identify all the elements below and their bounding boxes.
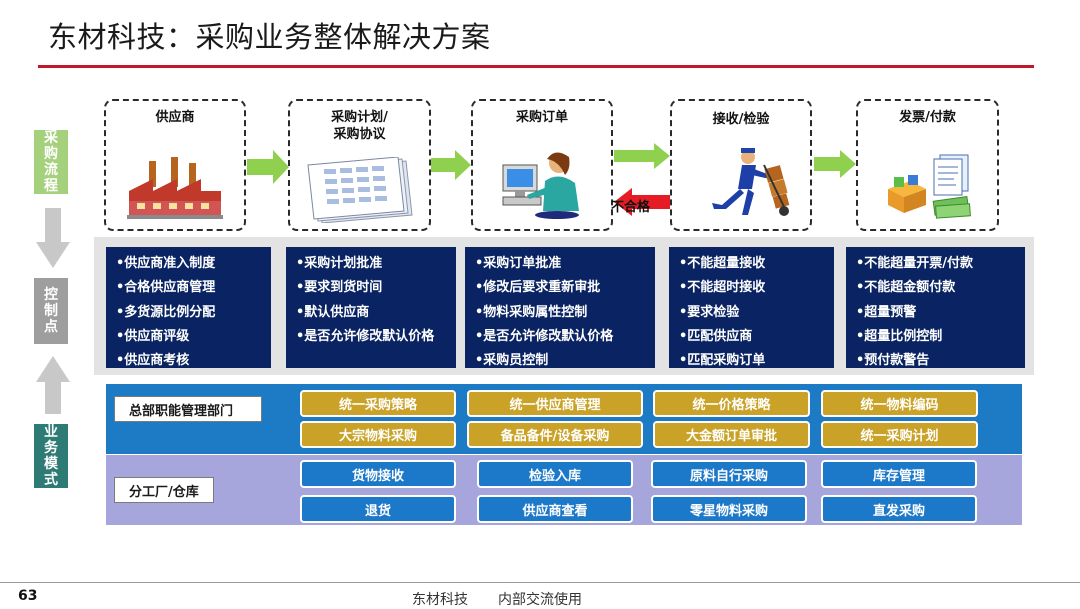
control-item: •采购员控制: [475, 353, 549, 369]
hq-item: 统一供应商管理: [467, 390, 643, 417]
section-char: 制: [44, 303, 58, 319]
factory-label: 分工厂/仓库: [114, 477, 214, 503]
control-box-order: •采购订单批准 •修改后要求重新审批 •物料采购属性控制 •是否允许修改默认价格…: [465, 247, 655, 368]
control-item: •超量预警: [856, 304, 917, 320]
step-title: 采购订单: [473, 109, 611, 126]
factory-item: 检验入库: [477, 460, 633, 488]
headquarters-label: 总部职能管理部门: [114, 396, 262, 422]
control-item: •合格供应商管理: [116, 280, 216, 296]
reject-label: 不合格: [611, 200, 651, 215]
down-arrow-icon: [36, 208, 70, 268]
step-title-line: 采购计划/: [331, 110, 388, 125]
section-char: 程: [44, 178, 58, 194]
control-item: •超量比例控制: [856, 328, 943, 344]
footer-divider: [0, 582, 1080, 583]
control-item: •匹配供应商: [679, 328, 753, 344]
control-item: •是否允许修改默认价格: [475, 328, 614, 344]
flow-arrow-icon: [614, 143, 670, 169]
factory-item: 退货: [300, 495, 456, 523]
hq-item: 统一物料编码: [821, 390, 978, 417]
step-title-line: 发票/付款: [899, 110, 956, 125]
control-item: •不能超时接收: [679, 280, 766, 296]
section-label-process: 采 购 流 程: [34, 130, 68, 194]
control-item: •不能超量接收: [679, 256, 766, 271]
control-item: •不能超量开票/付款: [856, 256, 974, 271]
step-purchase-order: 采购订单: [471, 99, 613, 231]
factory-item: 库存管理: [821, 460, 977, 488]
step-title: 发票/付款: [858, 109, 997, 126]
step-title-line: 采购协议: [333, 127, 386, 142]
factory-icon: [106, 157, 244, 219]
control-item: •采购计划批准: [296, 256, 383, 271]
hq-item: 大金额订单审批: [653, 421, 810, 448]
section-char: 点: [44, 319, 58, 335]
control-box-receive: •不能超量接收 •不能超时接收 •要求检验 •匹配供应商 •匹配采购订单: [669, 247, 834, 368]
invoice-payment-icon: [858, 151, 997, 219]
section-char: 业: [44, 424, 58, 440]
footer-note: 内部交流使用: [498, 592, 582, 608]
computer-operator-icon: [473, 151, 611, 219]
section-char: 务: [44, 440, 58, 456]
control-item: •供应商评级: [116, 328, 190, 344]
section-label-business-model: 业 务 模 式: [34, 424, 68, 488]
section-char: 采: [44, 130, 58, 146]
section-char: 购: [44, 146, 58, 162]
hq-item: 备品备件/设备采购: [467, 421, 643, 448]
control-box-plan: •采购计划批准 •要求到货时间 •默认供应商 •是否允许修改默认价格: [286, 247, 456, 368]
control-item: •要求检验: [679, 304, 740, 320]
section-char: 式: [44, 472, 58, 488]
reject-arrow-icon: [614, 188, 670, 216]
step-title: 供应商: [106, 109, 244, 126]
section-char: 流: [44, 162, 58, 178]
factory-item: 货物接收: [300, 460, 456, 488]
step-title-line: 供应商: [155, 110, 195, 125]
control-item: •默认供应商: [296, 304, 370, 320]
section-char: 控: [44, 287, 58, 303]
factory-item: 零星物料采购: [651, 495, 807, 523]
step-title: 接收/检验: [672, 111, 810, 128]
control-item: •要求到货时间: [296, 280, 383, 296]
control-item: •多货源比例分配: [116, 304, 216, 320]
factory-item: 直发采购: [821, 495, 977, 523]
hq-item: 统一价格策略: [653, 390, 810, 417]
up-arrow-icon: [36, 356, 70, 414]
control-item: •采购订单批准: [475, 256, 562, 271]
control-item: •不能超金额付款: [856, 280, 956, 296]
control-box-invoice: •不能超量开票/付款 •不能超金额付款 •超量预警 •超量比例控制 •预付款警告: [846, 247, 1025, 368]
step-supplier: 供应商: [104, 99, 246, 231]
control-box-supplier: •供应商准入制度 •合格供应商管理 •多货源比例分配 •供应商评级 •供应商考核: [106, 247, 271, 368]
footer-company: 东材科技: [412, 592, 468, 608]
section-char: 模: [44, 456, 58, 472]
hq-item: 统一采购策略: [300, 390, 456, 417]
step-purchase-plan: 采购计划/ 采购协议: [288, 99, 431, 231]
control-item: •物料采购属性控制: [475, 304, 588, 320]
control-item: •是否允许修改默认价格: [296, 328, 435, 344]
hq-item: 统一采购计划: [821, 421, 978, 448]
title-divider: [38, 65, 1034, 68]
page-title: 东材科技：采购业务整体解决方案: [48, 20, 491, 54]
control-item: •供应商准入制度: [116, 256, 216, 271]
control-item: •预付款警告: [856, 353, 930, 369]
step-title: 采购计划/ 采购协议: [290, 109, 429, 143]
step-receive-inspect: 接收/检验: [670, 99, 812, 231]
flow-arrow-icon: [814, 150, 856, 178]
page-number: 63: [18, 588, 38, 604]
hq-item: 大宗物料采购: [300, 421, 456, 448]
control-item: •供应商考核: [116, 353, 190, 369]
flow-arrow-icon: [431, 150, 471, 180]
hand-truck-worker-icon: [672, 145, 810, 219]
control-item: •修改后要求重新审批: [475, 280, 601, 296]
step-title-line: 接收/检验: [712, 112, 770, 127]
step-invoice-payment: 发票/付款: [856, 99, 999, 231]
flow-arrow-icon: [247, 150, 289, 184]
step-title-line: 采购订单: [515, 110, 568, 125]
document-stack-icon: [290, 157, 429, 223]
control-item: •匹配采购订单: [679, 353, 766, 369]
factory-item: 供应商查看: [477, 495, 633, 523]
factory-item: 原料自行采购: [651, 460, 807, 488]
section-label-control: 控 制 点: [34, 278, 68, 344]
